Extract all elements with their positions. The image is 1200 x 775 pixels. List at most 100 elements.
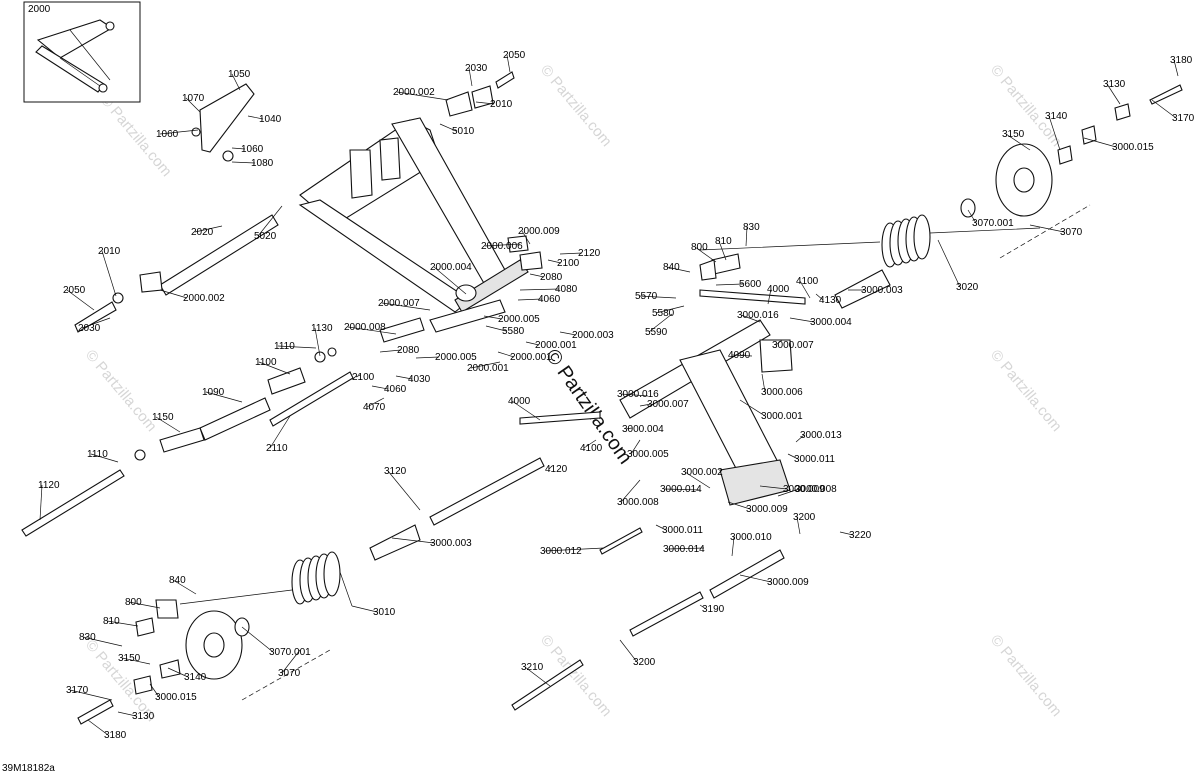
callout-label: 3220 [849,530,872,541]
leader-line [777,488,800,497]
callout-label: 3000.007 [772,340,814,351]
leader-line [1106,83,1121,105]
leader-line [231,147,246,150]
leader-line [517,298,543,301]
callout-label: 2000.007 [378,298,420,309]
leader-line [795,434,805,443]
callout-label: 1100 [255,357,277,368]
callout-label: 810 [103,616,120,627]
callout-label: 2000.005 [435,352,477,363]
callout-label: 3200 [793,512,816,523]
leader-line [663,488,701,491]
leader-line [121,657,151,665]
leader-line [666,266,691,273]
callout-label: 4100 [796,276,819,287]
callout-label: 1090 [202,387,225,398]
leader-line [81,317,111,329]
leader-line [257,205,283,237]
leader-line [620,479,641,503]
leader-line [241,626,274,653]
callout-label: 3150 [1002,129,1025,140]
callout-label: 1110 [274,341,295,352]
rear-arm-assembly [369,253,891,711]
leader-line [684,471,711,489]
leader-line [149,683,160,698]
callout-label: 3000.014 [663,544,705,555]
callout-label: 830 [743,222,760,233]
leader-line [185,97,201,113]
callout-label: 1110 [87,449,108,460]
leader-line [639,403,652,407]
leader-lines [39,54,1179,736]
leader-line [529,273,545,278]
leader-line [1151,99,1177,119]
callout-label: 1060 [241,144,264,155]
callout-label: 3200 [633,657,656,668]
leader-line [559,252,583,255]
callout-label: 1060 [156,129,179,140]
callout-label: 5590 [645,327,668,338]
callout-label: 4080 [555,284,578,295]
leader-line [391,537,435,544]
callout-label: 3000.009 [783,484,825,495]
leader-line [475,101,495,105]
callout-label: 3000.012 [540,546,582,557]
leader-line [470,361,501,369]
callout-label: 2110 [266,443,288,454]
leader-line [117,711,137,717]
callout-label: 800 [125,597,142,608]
callout-label: 3070 [278,668,301,679]
callout-label: 2050 [503,50,526,61]
leader-line [155,416,181,433]
leader-line [619,639,638,663]
inset-label: 2000 [28,4,51,15]
callout-label: 3070 [1060,227,1083,238]
watermark-8: © Partzilla.com [987,632,1065,720]
callout-label: 3140 [184,672,207,683]
callout-label: 2000.001 [467,363,509,374]
leader-line [1173,59,1179,77]
front-arm-assembly [298,117,529,333]
callout-label: 3210 [521,662,544,673]
leader-line [485,325,507,332]
leader-line [172,579,197,595]
leader-line [524,666,551,687]
leader-line [347,326,397,335]
callout-label: 3180 [104,730,127,741]
leader-line [767,288,772,305]
leader-line [231,73,241,91]
callout-label: 2000.002 [183,293,225,304]
callout-label: 3000.015 [1112,142,1154,153]
leader-line [521,230,531,245]
leader-line [759,485,788,490]
leader-line [66,289,95,311]
leader-line [727,501,751,510]
callout-label: 2000.005 [498,314,540,325]
callout-label: 2000.003 [572,330,614,341]
leader-line [506,54,511,73]
leader-line [381,302,431,311]
leader-line [483,315,503,320]
callout-label: 2000.002 [393,87,435,98]
leader-line [82,636,123,647]
callout-label: 3070.001 [972,218,1014,229]
callout-label: 4060 [538,294,561,305]
leader-line [39,484,43,521]
callout-label: 3020 [956,282,979,293]
callout-label: 3000.005 [627,449,669,460]
leader-line [439,123,457,132]
callout-label: 3000.006 [761,387,803,398]
front-shafts [21,83,354,537]
callout-label: 3000.003 [861,285,903,296]
leader-line [655,524,667,531]
leader-line [90,453,119,463]
callout-label: 2100 [352,372,375,383]
leader-line [559,331,577,336]
callout-label: 3190 [702,604,725,615]
callout-label: 4130 [819,295,842,306]
callout-label: 2000.009 [518,226,560,237]
callout-label: 3000.001 [761,411,803,422]
callout-labels: 2050203020102000.00250101050107010401060… [38,50,1195,741]
callout-label: 3000.015 [155,692,197,703]
